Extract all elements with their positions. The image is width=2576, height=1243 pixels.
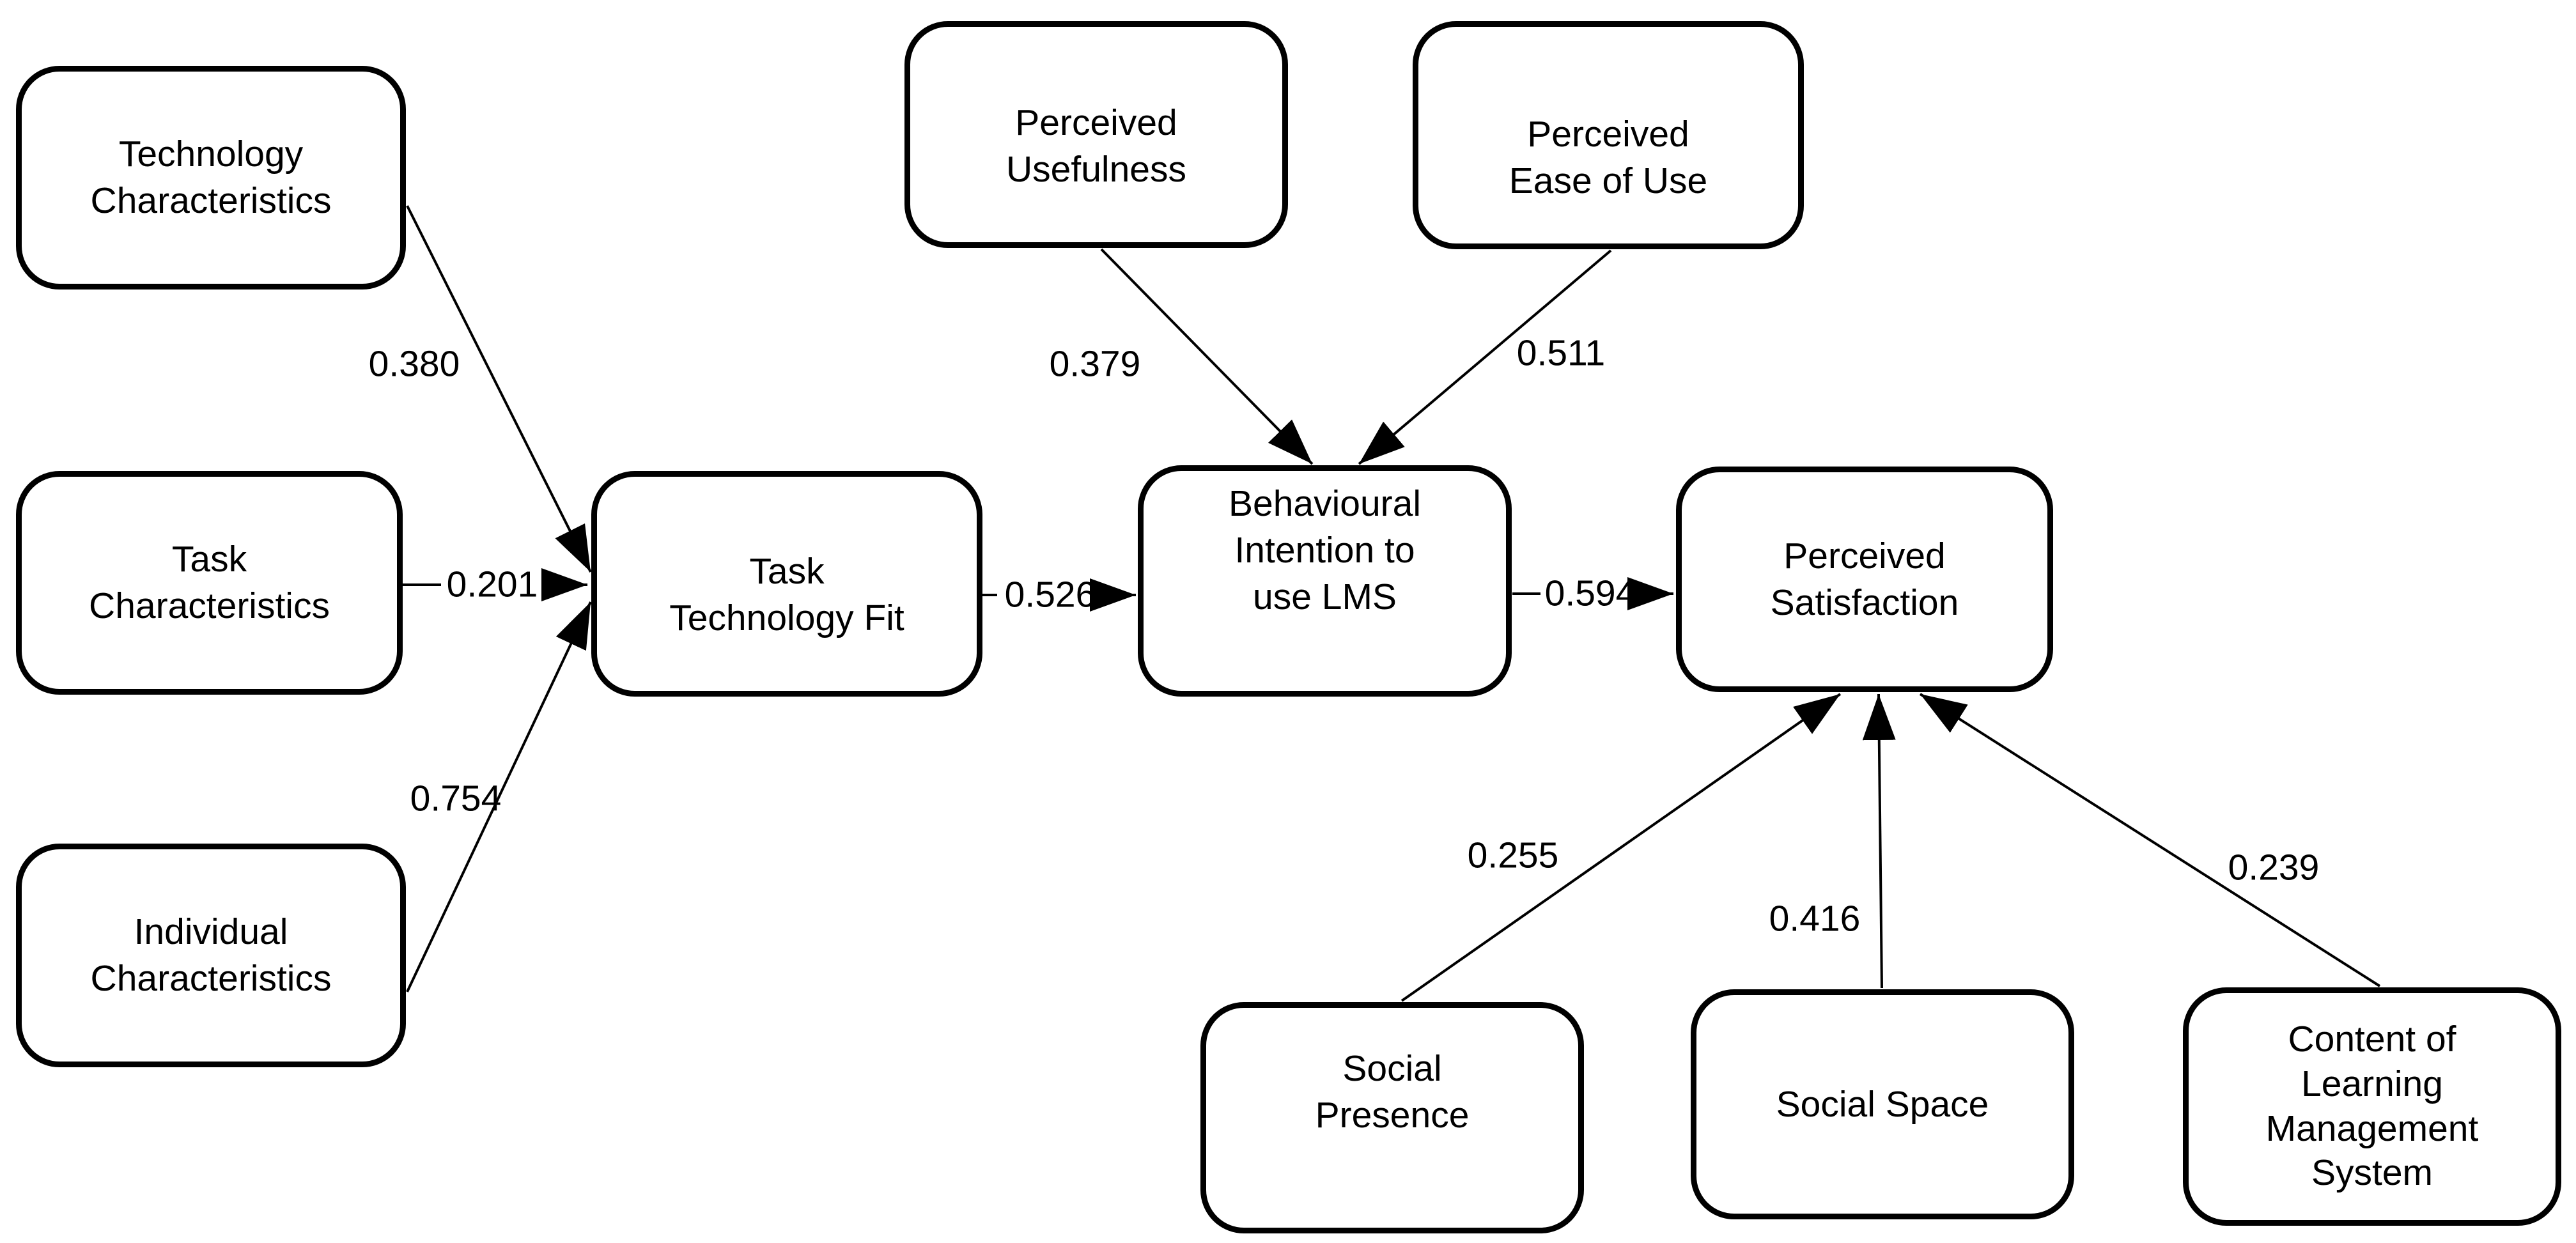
node-task-technology-fit: Task Technology Fit — [591, 471, 982, 697]
node-label-technology-characteristics: Technology Characteristics — [90, 134, 332, 221]
edge-line-perceived-ease-of-use-to-behavioural-intention — [1358, 249, 1612, 465]
node-label-perceived-ease-of-use: Perceived Ease of Use — [1509, 113, 1708, 201]
edge-weight-pu-to-bi: 0.379 — [1049, 343, 1141, 385]
node-label-social-presence: Social Presence — [1315, 1048, 1470, 1136]
edge-weight-ttf-to-bi: 0.526 — [1004, 574, 1096, 615]
edge-line-perceived-usefulness-to-behavioural-intention — [1100, 248, 1314, 465]
node-label-content-of-learning-management-system: Content of Learning Management System — [2265, 1019, 2479, 1194]
node-individual-characteristics: Individual Characteristics — [16, 844, 406, 1067]
node-label-task-characteristics: Task Characteristics — [89, 539, 330, 626]
edge-weight-task-to-ttf: 0.201 — [446, 564, 538, 605]
edge-weight-bi-to-ps: 0.594 — [1544, 573, 1636, 614]
edge-line-individual-characteristics-to-task-technology-fit — [406, 601, 592, 992]
edge-weight-peou-to-bi: 0.511 — [1516, 332, 1606, 374]
node-label-individual-characteristics: Individual Characteristics — [90, 911, 332, 999]
node-perceived-usefulness: Perceived Usefulness — [904, 21, 1288, 248]
edge-line-content-lms-to-perceived-satisfaction — [1919, 693, 2381, 987]
node-task-characteristics: Task Characteristics — [16, 471, 403, 695]
edge-line-social-space-to-perceived-satisfaction — [1862, 693, 1896, 989]
node-technology-characteristics: Technology Characteristics — [16, 66, 406, 290]
node-label-perceived-usefulness: Perceived Usefulness — [1006, 102, 1186, 190]
node-perceived-satisfaction: Perceived Satisfaction — [1676, 467, 2053, 692]
node-social-space: Social Space — [1691, 989, 2074, 1219]
edge-line-technology-characteristics-to-task-technology-fit — [406, 205, 592, 573]
node-label-task-technology-fit: Task Technology Fit — [669, 551, 904, 638]
node-content-of-learning-management-system: Content of Learning Management System — [2183, 987, 2561, 1226]
edge-weight-sp-to-ps: 0.255 — [1467, 835, 1559, 876]
node-social-presence: Social Presence — [1200, 1002, 1584, 1233]
node-label-behavioural-intention-to-use-lms: Behavioural Intention to use LMS — [1228, 483, 1422, 617]
edge-weight-clms-to-ps: 0.239 — [2228, 847, 2320, 888]
node-label-social-space: Social Space — [1776, 1083, 1989, 1125]
node-behavioural-intention-to-use-lms: Behavioural Intention to use LMS — [1138, 465, 1512, 697]
edge-line-social-presence-to-perceived-satisfaction — [1401, 693, 1842, 1002]
edge-weight-individual-to-ttf: 0.754 — [410, 778, 502, 819]
node-perceived-ease-of-use: Perceived Ease of Use — [1413, 21, 1804, 249]
edge-weight-technology-to-ttf: 0.380 — [368, 343, 460, 385]
edge-weight-ss-to-ps: 0.416 — [1769, 898, 1861, 939]
node-label-perceived-satisfaction: Perceived Satisfaction — [1770, 535, 1959, 623]
